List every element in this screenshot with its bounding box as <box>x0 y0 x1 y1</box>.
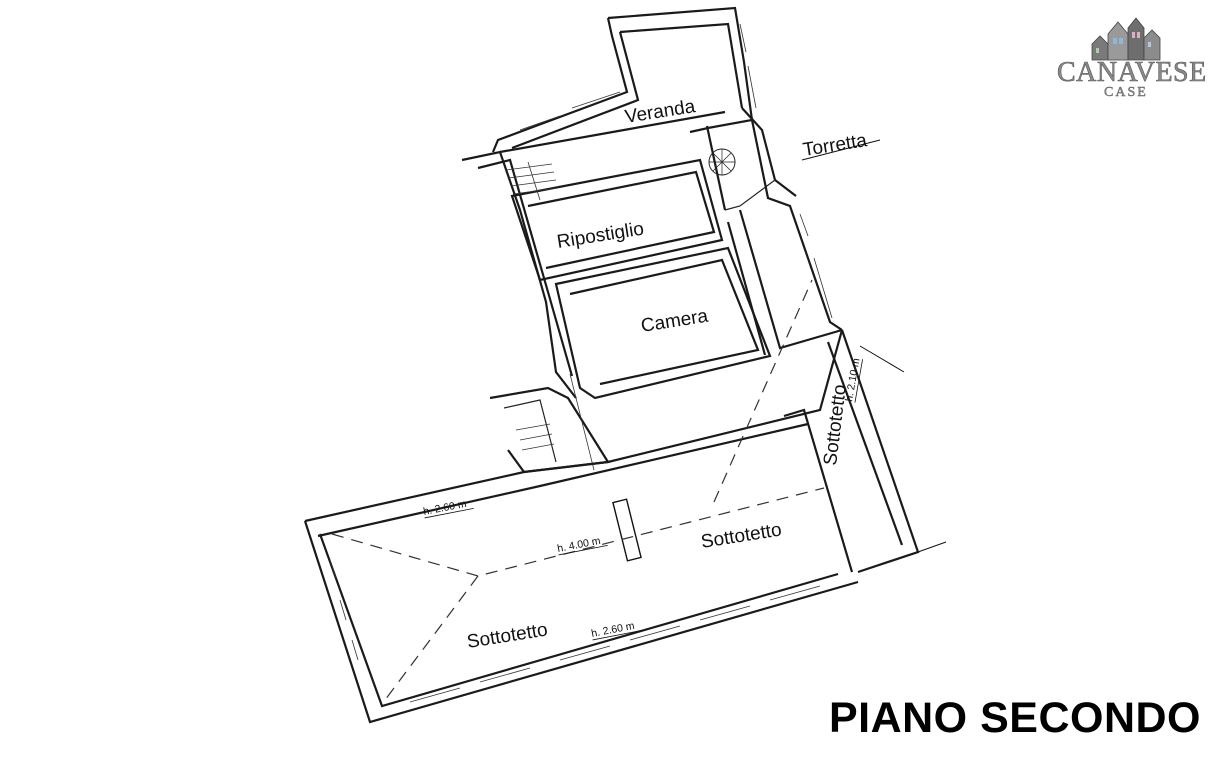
window-marks <box>329 23 833 703</box>
stair-hatch-bottom <box>515 373 595 471</box>
room-label-ripostiglio: Ripostiglio <box>555 218 645 252</box>
room-label-sottotetto-main: Sottotetto <box>465 619 549 652</box>
room-label-camera: Camera <box>639 306 709 337</box>
height-label-top: h. 2.60 m <box>422 498 468 518</box>
room-label-sottotetto-center: Sottotetto <box>699 519 783 552</box>
logo-sub-text: CASE <box>1104 85 1148 100</box>
stair-hatch-top <box>505 161 559 201</box>
canavese-case-logo: CANAVESE CASE <box>1057 17 1207 100</box>
room-label-torretta: Torretta <box>801 130 868 161</box>
height-label-ridge: h. 4.00 m <box>556 535 602 555</box>
height-label-bottom: h. 2.60 m <box>590 620 636 640</box>
walls <box>303 6 947 724</box>
floor-title: PIANO SECONDO <box>828 694 1201 742</box>
room-labels: Veranda Torretta Ripostiglio Camera Sott… <box>465 96 868 653</box>
logo-brand-text: CANAVESE <box>1057 57 1207 88</box>
logo-houses-icon <box>1091 17 1161 61</box>
roof-hip-lines <box>331 279 825 705</box>
spiral-stair-icon <box>708 148 736 176</box>
